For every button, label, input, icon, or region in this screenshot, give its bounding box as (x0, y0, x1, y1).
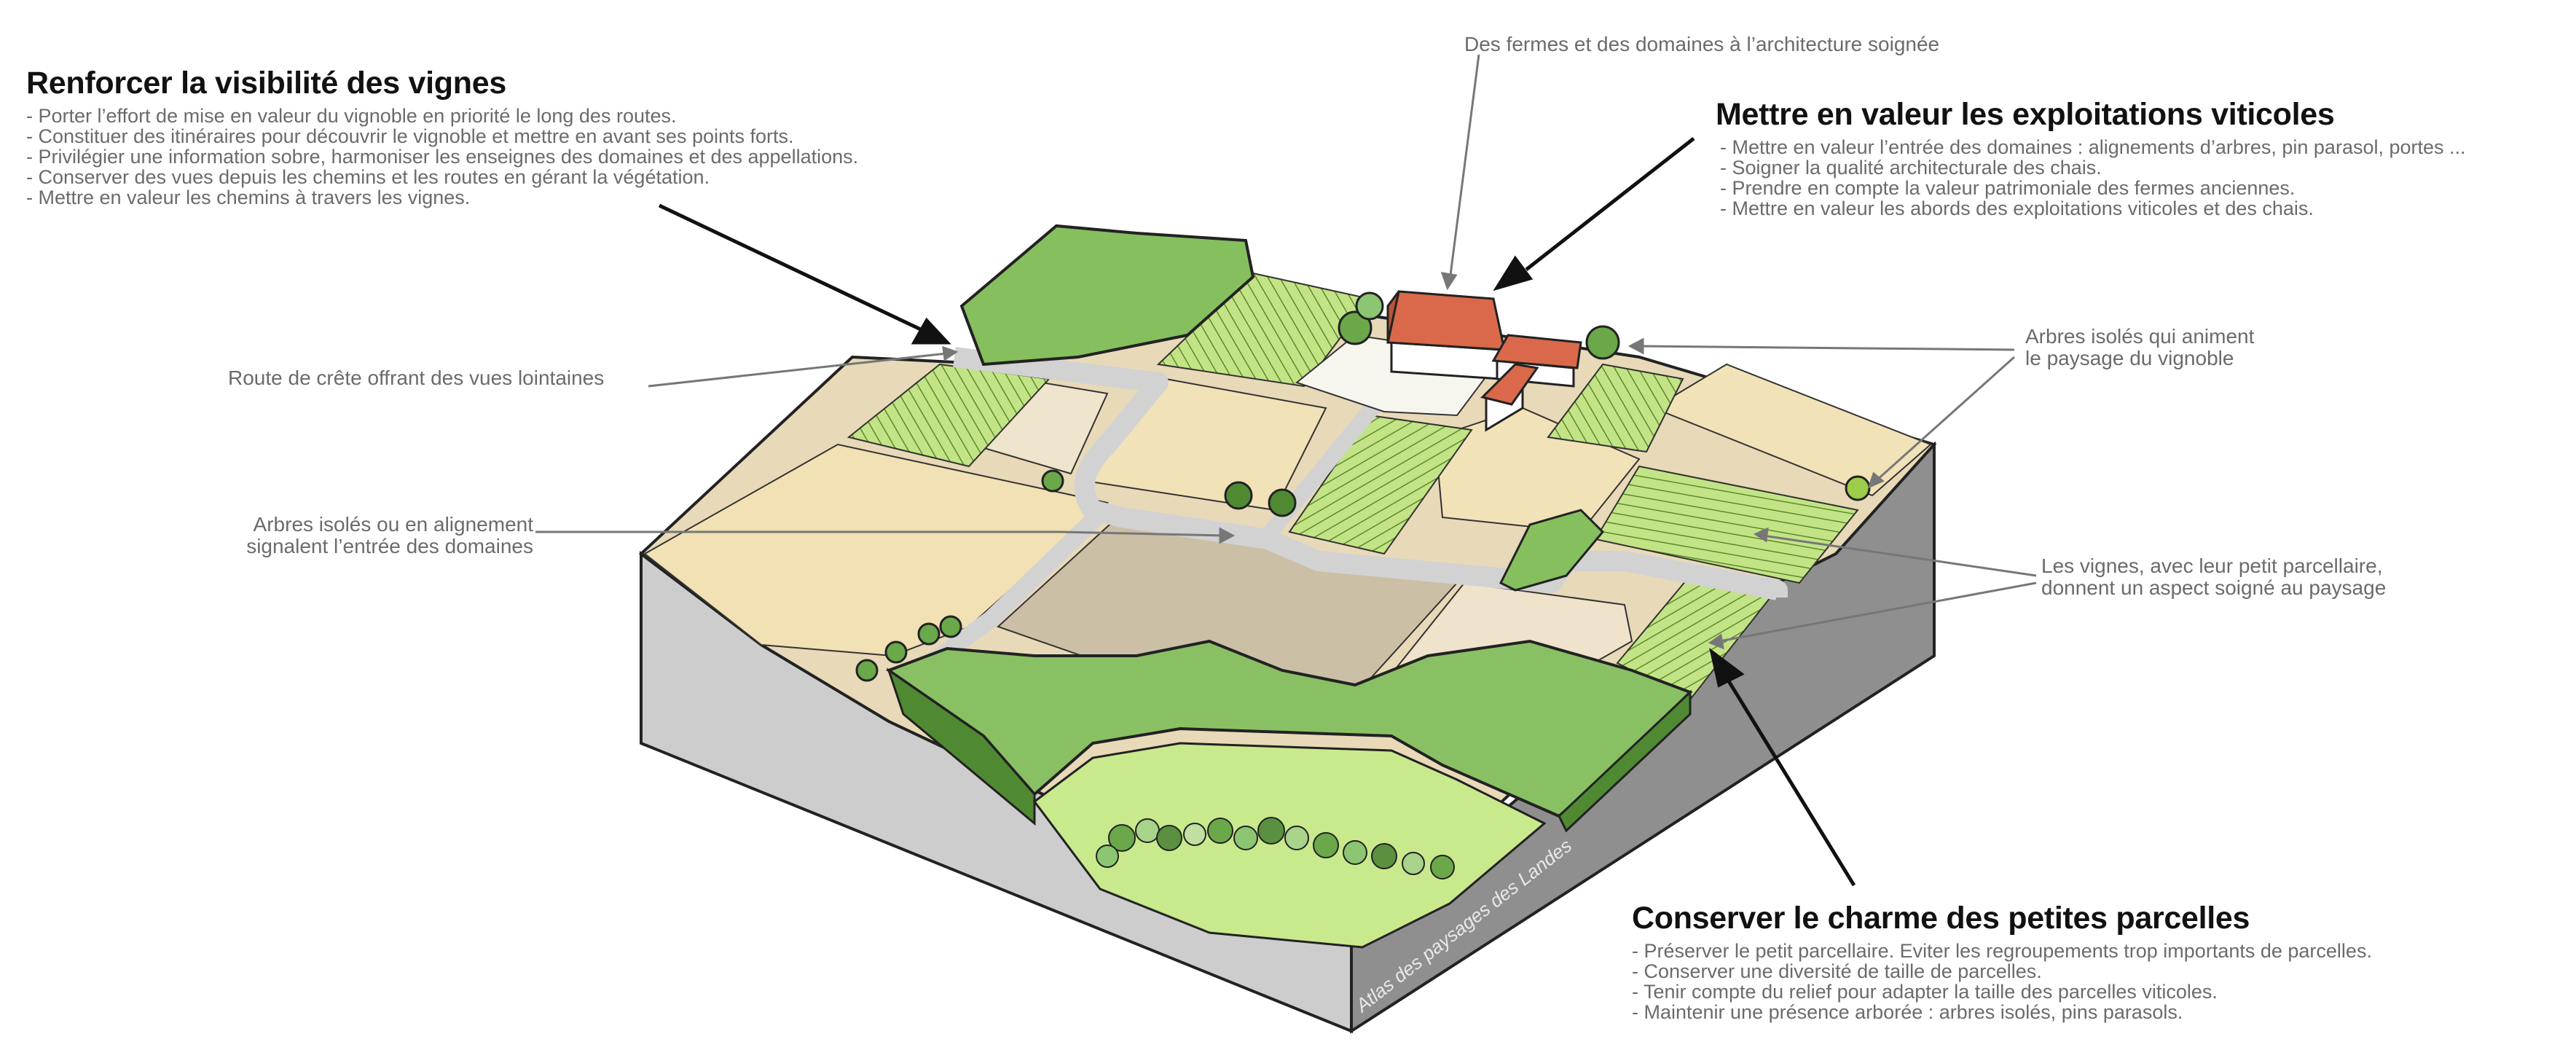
title-conserver-charme: Conserver le charme des petites parcelle… (1632, 901, 2250, 936)
forest-front-shadow (887, 667, 1036, 826)
label-fermes-domaines: Des fermes et des domaines à l’architect… (1464, 33, 1940, 55)
hedge-right (1499, 509, 1605, 592)
list-item: - Conserver des vues depuis les chemins … (26, 166, 710, 188)
label-line: signalent l’entrée des domaines (246, 535, 533, 557)
bold-arrows (658, 137, 1856, 887)
label-vignes-parcellaire: Les vignes, avec leur petit parcellaire,… (2041, 555, 2386, 599)
list-mettre-en-valeur: - Mettre en valeur l’entrée des domaines… (1716, 137, 2466, 219)
list-renforcer-visibilite: - Porter l’effort de mise en valeur du v… (26, 106, 858, 208)
list-conserver-charme: - Préserver le petit parcellaire. Eviter… (1632, 941, 2372, 1022)
label-arbres-paysage: Arbres isolés qui animent le paysage du … (2025, 326, 2254, 369)
block-conserver-charme: Conserver le charme des petites parcelle… (1632, 901, 2372, 1022)
label-line: donnent un aspect soigné au paysage (2041, 576, 2387, 599)
forest-front (885, 639, 1693, 818)
farm-chai-building (1480, 363, 1539, 432)
label-line: Arbres isolés qui animent (2025, 325, 2255, 348)
label-line: Les vignes, avec leur petit parcellaire, (2041, 555, 2383, 577)
list-item: - Prendre en compte la valeur patrimonia… (1720, 177, 2296, 199)
list-item: - Mettre en valeur l’entrée des domaines… (1720, 136, 2466, 158)
block-mettre-en-valeur: Mettre en valeur les exploitations vitic… (1716, 97, 2466, 219)
farm-main-building (1386, 290, 1506, 380)
list-item: - Mettre en valeur les chemins à travers… (26, 187, 471, 208)
list-item: - Préserver le petit parcellaire. Eviter… (1632, 940, 2372, 962)
vineyard-right-band (1594, 465, 1859, 584)
list-item: - Tenir compte du relief pour adapter la… (1632, 981, 2218, 1003)
title-renforcer-visibilite: Renforcer la visibilité des vignes (26, 66, 506, 101)
list-item: - Soigner la qualité architecturale des … (1720, 157, 2102, 179)
forest-top-left (959, 224, 1255, 367)
label-arbres-entree: Arbres isolés ou en alignement signalent… (219, 514, 533, 557)
list-item: - Maintenir une présence arborée : arbre… (1632, 1001, 2183, 1023)
list-item: - Porter l’effort de mise en valeur du v… (26, 105, 677, 127)
field-far-right (1652, 363, 1932, 497)
list-item: - Mettre en valeur les abords des exploi… (1720, 197, 2314, 219)
valley-trees (1096, 817, 1455, 879)
forest-front-shadow-right (1558, 689, 1692, 833)
block-renforcer-visibilite: Renforcer la visibilité des vignes - Por… (26, 66, 858, 208)
list-item: - Constituer des itinéraires pour découv… (26, 125, 794, 147)
label-line: le paysage du vignoble (2025, 347, 2234, 369)
thin-leader-lines (535, 54, 2037, 650)
title-mettre-en-valeur: Mettre en valeur les exploitations vitic… (1716, 97, 2335, 132)
label-line: Arbres isolés ou en alignement (253, 513, 533, 536)
list-item: - Conserver une diversité de taille de p… (1632, 960, 2042, 982)
list-item: - Privilégier une information sobre, har… (26, 146, 859, 168)
vineyard-right-top (1547, 363, 1684, 453)
isolated-trees (855, 291, 1871, 682)
label-route-crete: Route de crête offrant des vues lointain… (228, 367, 605, 389)
